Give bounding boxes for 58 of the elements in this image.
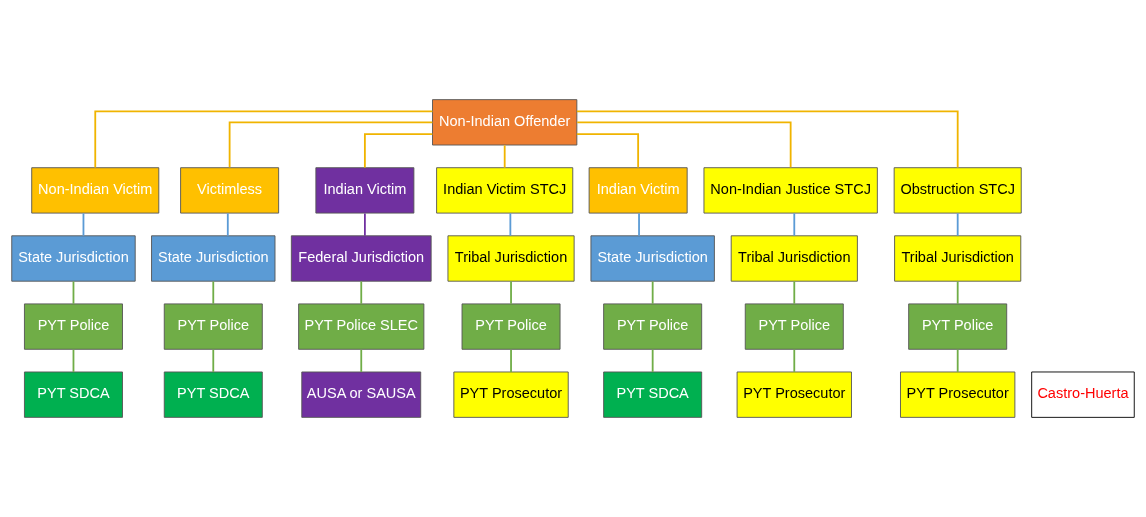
node-box: PYT Prosecutor: [736, 371, 852, 418]
node-box: Victimless: [180, 167, 280, 214]
node-box: Indian Victim: [315, 167, 415, 214]
connector: [360, 280, 363, 305]
connector: [212, 280, 215, 305]
connector: [94, 110, 434, 169]
node-box: PYT Police: [163, 303, 263, 350]
node-box: State Jurisdiction: [11, 235, 136, 282]
connector: [651, 280, 654, 305]
node-box: PYT SDCA: [603, 371, 703, 418]
connector: [363, 133, 434, 169]
connector: [82, 212, 85, 237]
connector: [651, 348, 654, 373]
connector: [956, 280, 959, 305]
connector: [72, 348, 75, 373]
node-box: PYT Police: [24, 303, 123, 350]
connector: [793, 212, 796, 237]
connector: [510, 348, 512, 373]
connector: [576, 110, 959, 169]
connector: [956, 212, 959, 237]
node-box: State Jurisdiction: [151, 235, 276, 282]
node-box: Non-Indian Offender: [432, 99, 578, 146]
connector: [793, 280, 796, 305]
node-box: PYT Prosecutor: [900, 371, 1016, 418]
connector: [956, 348, 959, 373]
node-box: Indian Victim: [588, 167, 688, 214]
node-box: Non-Indian Victim: [31, 167, 160, 214]
node-box: Tribal Jurisdiction: [447, 235, 575, 282]
node-box: PYT Police: [603, 303, 703, 350]
node-box: AUSA or SAUSA: [301, 371, 422, 418]
node-box: PYT Prosecutor: [453, 371, 569, 418]
connector: [638, 212, 640, 237]
node-box: Non-Indian Justice STCJ: [703, 167, 878, 214]
connector: [212, 348, 215, 373]
node-box: Indian Victim STCJ: [436, 167, 574, 214]
node-box: PYT SDCA: [163, 371, 263, 418]
node-box: State Jurisdiction: [590, 235, 715, 282]
connector: [72, 280, 75, 305]
node-box: PYT Police: [908, 303, 1008, 350]
connector: [576, 121, 792, 169]
connector: [363, 212, 366, 237]
node-box: Castro-Huerta: [1031, 371, 1135, 418]
connector: [228, 121, 434, 169]
connector: [360, 348, 363, 373]
node-box: PYT Police SLEC: [298, 303, 425, 350]
node-box: Tribal Jurisdiction: [730, 235, 858, 282]
connector: [503, 144, 506, 169]
node-box: Tribal Jurisdiction: [894, 235, 1022, 282]
node-box: PYT Police: [461, 303, 561, 350]
node-box: Federal Jurisdiction: [290, 235, 432, 282]
node-box: Obstruction STCJ: [893, 167, 1022, 214]
node-box: PYT Police: [744, 303, 844, 350]
connector: [793, 348, 796, 373]
connector: [509, 212, 512, 237]
connector: [510, 280, 512, 305]
connector: [226, 212, 229, 237]
connector: [575, 133, 640, 169]
node-box: PYT SDCA: [24, 371, 123, 418]
